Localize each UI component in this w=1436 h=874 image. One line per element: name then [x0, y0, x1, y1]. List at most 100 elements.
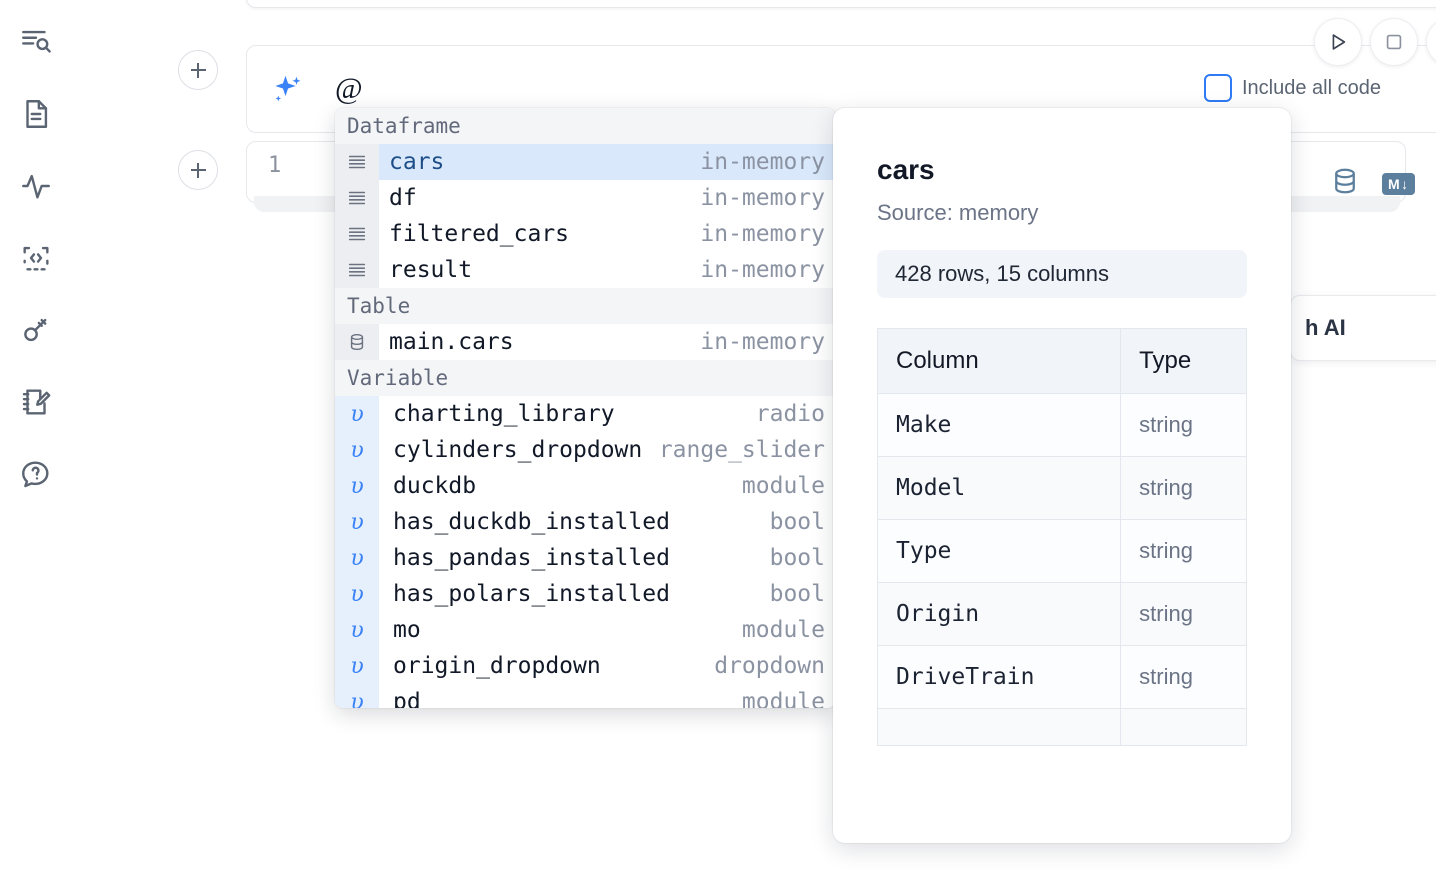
autocomplete-item-meta: module — [741, 617, 825, 643]
run-button[interactable] — [1314, 18, 1362, 66]
variable-upsilon-icon: υ — [335, 612, 379, 648]
dataframe-rows-icon — [335, 252, 379, 288]
schema-column-name: DriveTrain — [876, 645, 1122, 709]
autocomplete-group-header: Variable — [335, 360, 835, 396]
markdown-letter: M — [1388, 175, 1401, 192]
left-icon-rail — [0, 0, 72, 874]
autocomplete-group-header: Table — [335, 288, 835, 324]
autocomplete-item[interactable]: df in-memory — [335, 180, 835, 216]
details-source: Source: memory — [877, 200, 1039, 225]
key-icon[interactable] — [12, 306, 60, 354]
dataframe-rows-icon — [335, 216, 379, 252]
autocomplete-item-meta: bool — [769, 545, 825, 571]
autocomplete-item-meta: in-memory — [700, 221, 825, 247]
autocomplete-item-meta: range_slider — [658, 437, 825, 463]
table-header-row: Column Type — [876, 328, 1247, 394]
include-all-code-control[interactable]: Include all code — [1204, 74, 1381, 102]
autocomplete-item[interactable]: cars in-memory — [335, 144, 835, 180]
autocomplete-item-meta: module — [741, 689, 825, 708]
autocomplete-item-body: filtered_cars in-memory — [379, 216, 835, 252]
autocomplete-item[interactable]: υ has_pandas_installed bool — [335, 540, 835, 576]
document-icon[interactable] — [12, 90, 60, 138]
code-snippet-icon[interactable] — [12, 234, 60, 282]
markdown-badge-icon[interactable]: M↓ — [1382, 172, 1415, 195]
autocomplete-item[interactable]: filtered_cars in-memory — [335, 216, 835, 252]
autocomplete-item-body: df in-memory — [379, 180, 835, 216]
autocomplete-item-body: has_pandas_installed bool — [379, 540, 835, 576]
autocomplete-item-body: main.cars in-memory — [379, 324, 835, 360]
dataframe-details-panel: cars Source: memory 428 rows, 15 columns… — [833, 108, 1291, 843]
activity-pulse-icon[interactable] — [12, 162, 60, 210]
autocomplete-item-meta: in-memory — [700, 329, 825, 355]
variable-upsilon-icon: υ — [335, 468, 379, 504]
autocomplete-item-name: duckdb — [393, 473, 477, 499]
markdown-arrow: ↓ — [1401, 175, 1409, 192]
autocomplete-item-name: filtered_cars — [389, 221, 570, 247]
autocomplete-item[interactable]: main.cars in-memory — [335, 324, 835, 360]
schema-column-type: string — [1120, 582, 1247, 646]
autocomplete-group-header: Dataframe — [335, 108, 835, 144]
ai-prompt-input-value[interactable]: @ — [335, 72, 363, 105]
stop-button[interactable] — [1370, 18, 1418, 66]
variable-upsilon-icon: υ — [335, 576, 379, 612]
file-explorer-search-icon[interactable] — [12, 18, 60, 66]
ai-sparkle-icon — [269, 72, 305, 113]
schema-column-type: string — [1120, 645, 1247, 709]
autocomplete-item-name: main.cars — [389, 329, 514, 355]
schema-column-name: Model — [876, 456, 1122, 520]
autocomplete-item-meta: radio — [755, 401, 825, 427]
database-icon[interactable] — [1330, 166, 1360, 201]
dataframe-rows-icon — [335, 144, 379, 180]
autocomplete-item-name: df — [389, 185, 417, 211]
include-all-code-label: Include all code — [1242, 76, 1381, 99]
autocomplete-item-name: has_pandas_installed — [393, 545, 670, 571]
include-all-code-checkbox[interactable] — [1204, 74, 1232, 102]
schema-column-name: Type — [876, 519, 1122, 583]
variable-upsilon-icon: υ — [335, 684, 379, 708]
autocomplete-item-name: mo — [393, 617, 421, 643]
scratchpad-edit-icon[interactable] — [12, 378, 60, 426]
autocomplete-item-body: cars in-memory — [379, 144, 835, 180]
add-cell-above-button[interactable] — [178, 50, 218, 90]
add-cell-below-button[interactable] — [178, 150, 218, 190]
code-line-number: 1 — [268, 153, 282, 178]
autocomplete-item-meta: bool — [769, 509, 825, 535]
schema-column-type: string — [1120, 456, 1247, 520]
column-header: Column — [876, 328, 1122, 394]
autocomplete-item-meta: in-memory — [700, 149, 825, 175]
schema-column-name: Make — [876, 393, 1122, 457]
schema-column-name — [876, 708, 1122, 746]
variable-upsilon-icon: υ — [335, 396, 379, 432]
ai-suggestion-card[interactable]: h AI — [1290, 295, 1436, 361]
schema-column-type: string — [1120, 393, 1247, 457]
autocomplete-item-name: cars — [389, 149, 445, 175]
autocomplete-item-name: cylinders_dropdown — [393, 437, 643, 463]
schema-column-type: string — [1120, 519, 1247, 583]
database-icon — [335, 324, 379, 360]
autocomplete-item-meta: module — [741, 473, 825, 499]
autocomplete-item-meta: in-memory — [700, 185, 825, 211]
autocomplete-item-name: origin_dropdown — [393, 653, 601, 679]
cell-action-icons: M↓ — [1330, 166, 1415, 201]
variable-upsilon-icon: υ — [335, 540, 379, 576]
help-chat-icon[interactable] — [12, 450, 60, 498]
